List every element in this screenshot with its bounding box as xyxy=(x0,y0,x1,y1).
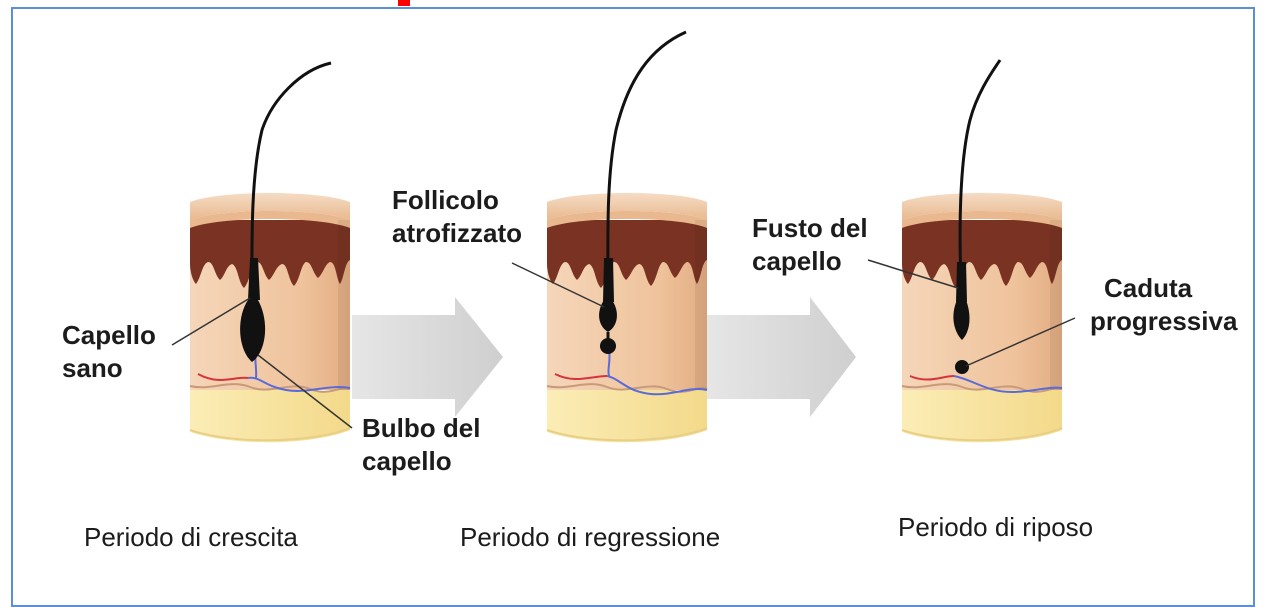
caption-periodo-di-riposo: Periodo di riposo xyxy=(898,512,1094,542)
label-fusto-del-capello: Fusto del capello xyxy=(752,212,868,278)
skin-section-icon xyxy=(546,192,708,444)
label-line: capello xyxy=(752,246,842,276)
hair-follicle-icon xyxy=(599,30,687,354)
label-line: Capello xyxy=(62,320,156,350)
label-line: sano xyxy=(62,353,123,383)
label-capello-sano: Capello sano xyxy=(62,319,156,385)
leader-line xyxy=(867,259,959,289)
hair-cycle-diagram xyxy=(171,30,1076,444)
caption-periodo-di-crescita: Periodo di crescita xyxy=(84,522,298,552)
progress-arrow-icon xyxy=(707,297,856,417)
skin-section-icon xyxy=(901,192,1063,444)
hair-follicle-icon xyxy=(953,59,1002,374)
label-line: Bulbo del xyxy=(362,413,481,443)
skin-section-icon xyxy=(189,192,351,444)
label-line: Fusto del xyxy=(752,213,868,243)
leader-line xyxy=(257,354,353,429)
top-red-mark xyxy=(398,0,410,6)
label-line: Caduta xyxy=(1104,273,1193,303)
label-line: Follicolo xyxy=(392,185,499,215)
leader-line xyxy=(171,297,251,346)
progress-arrow-icon xyxy=(352,297,503,417)
label-follicolo-atrofizzato: Follicolo atrofizzato xyxy=(392,184,522,250)
leader-line xyxy=(965,317,1076,367)
label-line: capello xyxy=(362,446,452,476)
label-line: atrofizzato xyxy=(392,218,522,248)
label-bulbo-del-capello: Bulbo del capello xyxy=(362,412,480,478)
caption-periodo-di-regressione: Periodo di regressione xyxy=(460,522,721,552)
label-line: progressiva xyxy=(1090,306,1238,336)
hair-follicle-icon xyxy=(240,61,332,362)
leader-line xyxy=(511,262,605,308)
label-caduta-progressiva: Caduta progressiva xyxy=(1090,272,1237,338)
